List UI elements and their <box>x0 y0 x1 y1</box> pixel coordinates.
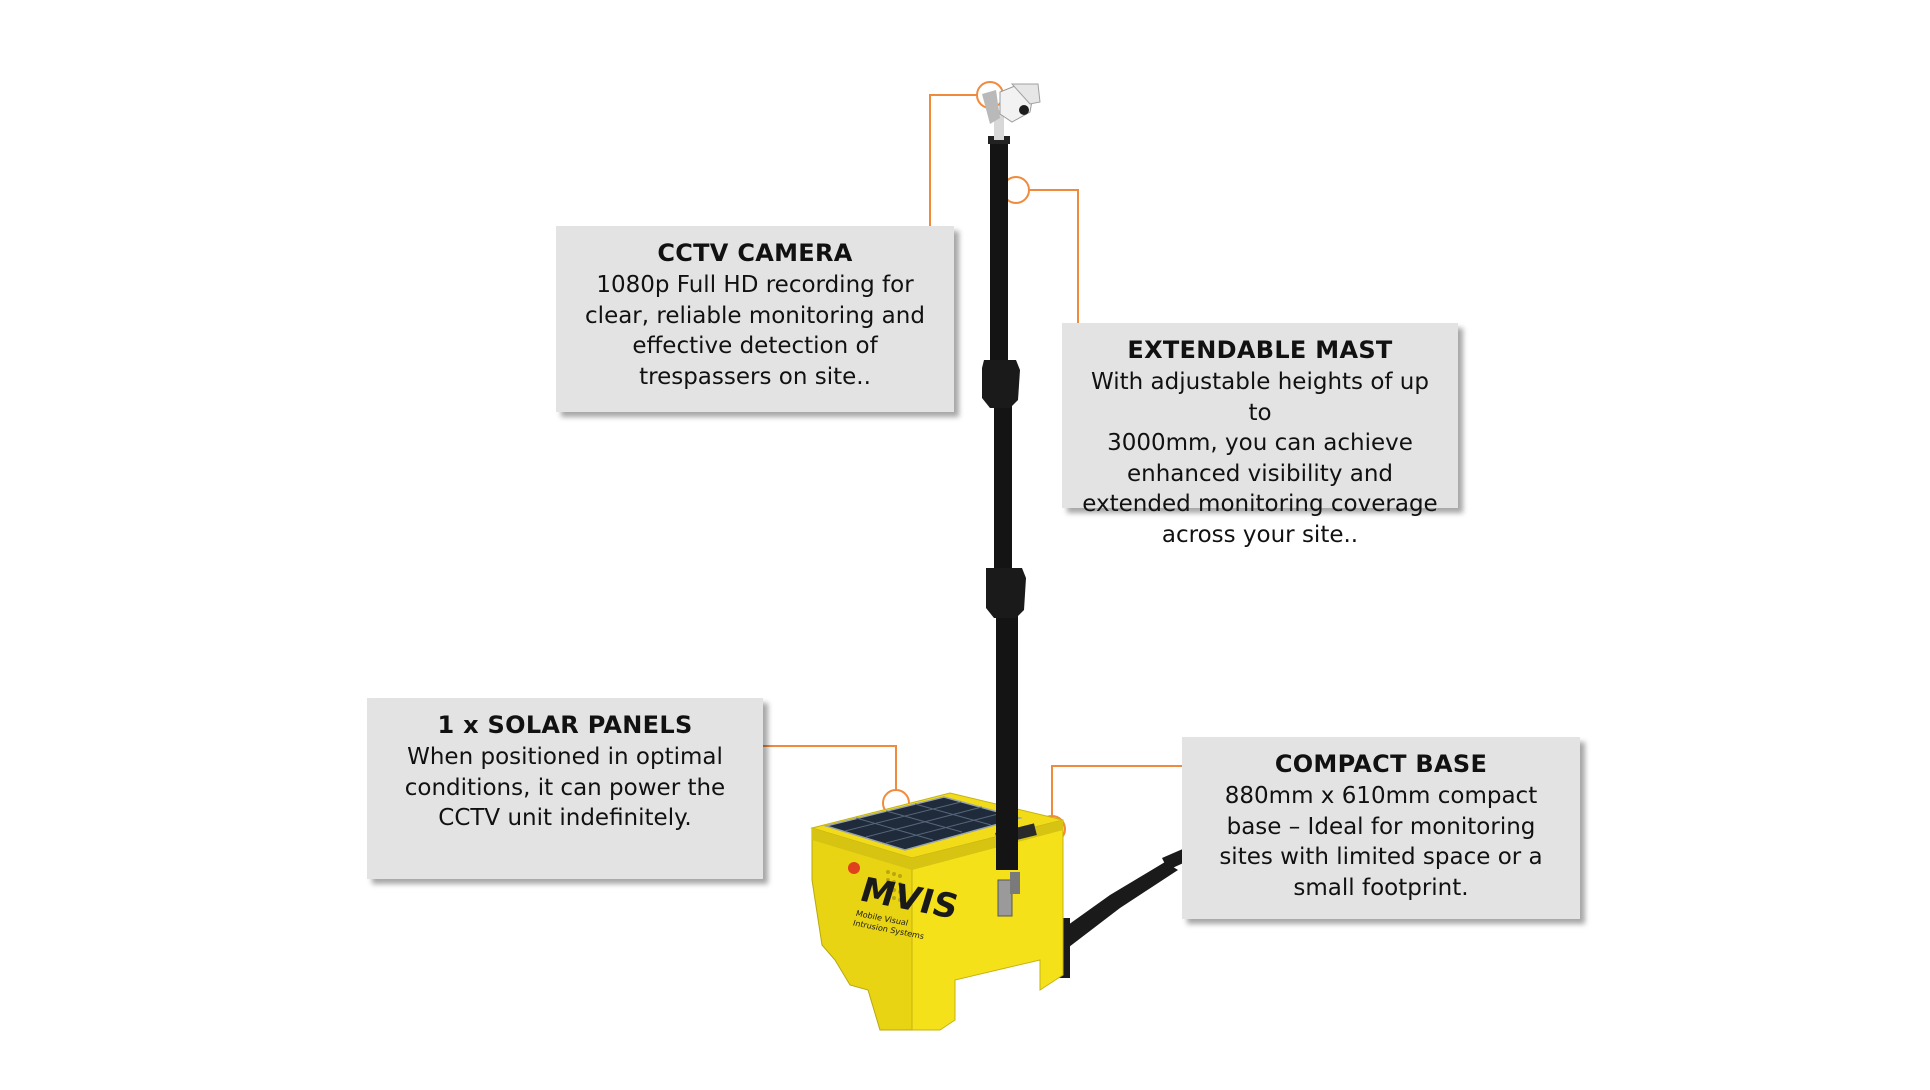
callout-line: trespassers on site.. <box>639 363 871 390</box>
callout-compact-base: COMPACT BASE 880mm x 610mm compact base … <box>1182 737 1580 919</box>
leader-line-mast <box>1028 189 1079 323</box>
callout-line: With adjustable heights of up to <box>1090 369 1429 426</box>
callout-line: 1080p Full HD recording for <box>596 272 914 298</box>
callout-description: With adjustable heights of up to 3000mm,… <box>1076 367 1444 550</box>
mvis-logo: MVIS Mobile Visual Intrusion Systems <box>852 870 963 940</box>
callout-line: CCTV unit indefinitely. <box>438 805 692 832</box>
callout-title: 1 x SOLAR PANELS <box>437 711 693 739</box>
callout-line: effective detection of <box>632 333 878 360</box>
base-unit: MVIS Mobile Visual Intrusion Systems <box>810 792 1064 1031</box>
mast <box>982 136 1026 870</box>
leader-line-cctv <box>929 94 978 226</box>
callout-line: When positioned in optimal <box>407 744 723 770</box>
callout-line: small footprint. <box>1293 874 1469 901</box>
leader-line-solar <box>763 745 897 790</box>
callout-line: 3000mm, you can achieve <box>1107 430 1413 457</box>
callout-line: enhanced visibility and <box>1126 460 1394 487</box>
callout-line: conditions, it can power the <box>404 774 726 801</box>
callout-solar-panels: 1 x SOLAR PANELS When positioned in opti… <box>367 698 763 879</box>
callout-line: 880mm x 610mm compact <box>1224 783 1538 809</box>
callout-cctv-camera: CCTV CAMERA 1080p Full HD recording for … <box>556 226 954 412</box>
cctv-camera <box>982 83 1041 140</box>
callout-line: extended monitoring coverage <box>1082 491 1438 518</box>
callout-line: across your site.. <box>1161 521 1359 548</box>
callout-line: base – Ideal for monitoring <box>1226 813 1536 840</box>
callout-extendable-mast: EXTENDABLE MAST With adjustable heights … <box>1062 323 1458 548</box>
callout-line: sites with limited space or a <box>1219 844 1543 871</box>
callout-line: clear, reliable monitoring and <box>585 302 925 329</box>
callout-title: EXTENDABLE MAST <box>1127 336 1393 364</box>
callout-description: 1080p Full HD recording for clear, relia… <box>570 270 940 392</box>
callout-title: COMPACT BASE <box>1274 750 1488 778</box>
callout-description: 880mm x 610mm compact base – Ideal for m… <box>1196 781 1566 903</box>
callout-description: When positioned in optimal conditions, i… <box>381 742 749 834</box>
leader-line-base <box>1051 765 1182 817</box>
callout-title: CCTV CAMERA <box>657 239 853 267</box>
